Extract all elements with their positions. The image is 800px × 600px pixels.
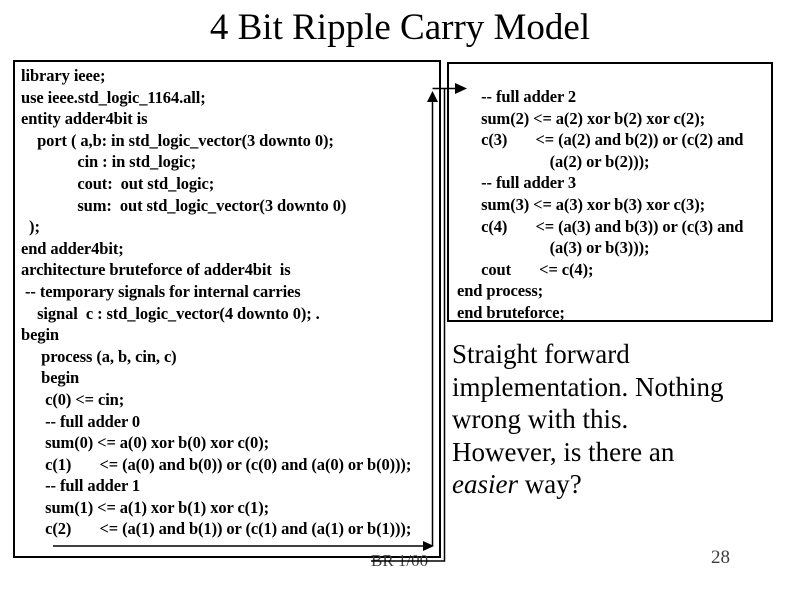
vhdl-code-right: -- full adder 2 sum(2) <= a(2) xor b(2) … — [457, 87, 744, 322]
note-line-last: easier way? — [452, 468, 792, 501]
note-italic-word: easier — [452, 469, 518, 499]
note-line: wrong with this. — [452, 404, 629, 434]
vhdl-code-box-right: -- full adder 2 sum(2) <= a(2) xor b(2) … — [447, 62, 773, 322]
vhdl-code-box-left: library ieee; use ieee.std_logic_1164.al… — [13, 60, 441, 558]
slide-title: 4 Bit Ripple Carry Model — [209, 7, 591, 48]
note-line: implementation. Nothing — [452, 371, 724, 402]
page-number: 28 — [711, 547, 730, 568]
note-line: However, is there an — [452, 436, 675, 467]
commentary-text: Straight forward implementation. Nothing… — [452, 338, 792, 501]
footer-text: BR 1/00 — [371, 551, 429, 570]
note-line: Straight forward — [452, 339, 630, 369]
vhdl-code-left: library ieee; use ieee.std_logic_1164.al… — [21, 66, 412, 539]
note-last-line-rest: way? — [517, 469, 582, 499]
